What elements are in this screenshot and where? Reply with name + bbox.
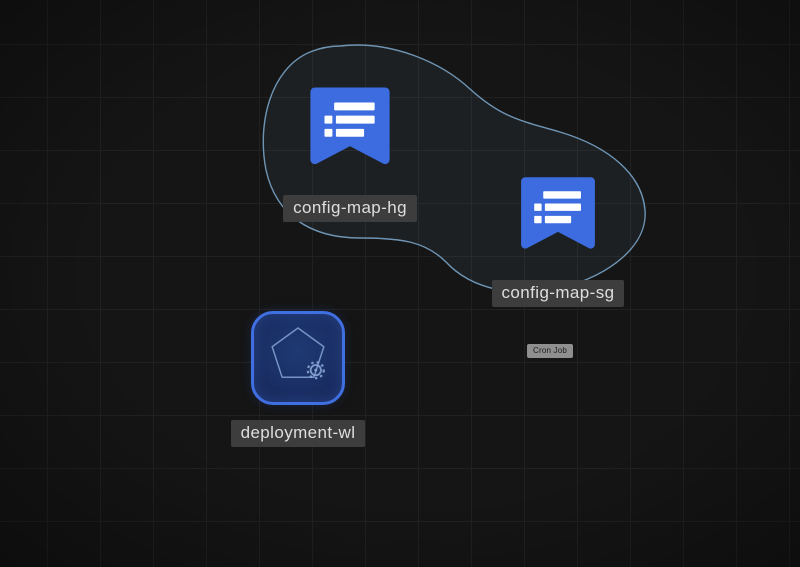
node-config-map-hg[interactable]: config-map-hg [270, 84, 430, 222]
deployment-icon [251, 311, 345, 405]
configmap-icon [310, 87, 390, 165]
node-deployment-wl[interactable]: deployment-wl [218, 311, 378, 447]
node-label-config-map-hg: config-map-hg [283, 195, 417, 222]
gear-icon [306, 361, 325, 380]
node-label-deployment-wl: deployment-wl [230, 420, 366, 447]
configmap-icon [521, 177, 595, 249]
node-label-config-map-sg: config-map-sg [491, 280, 625, 307]
node-config-map-sg[interactable]: config-map-sg [478, 174, 638, 307]
deployment-pentagon-icon [271, 327, 325, 380]
cron-job-tooltip: Cron Job [527, 344, 574, 358]
